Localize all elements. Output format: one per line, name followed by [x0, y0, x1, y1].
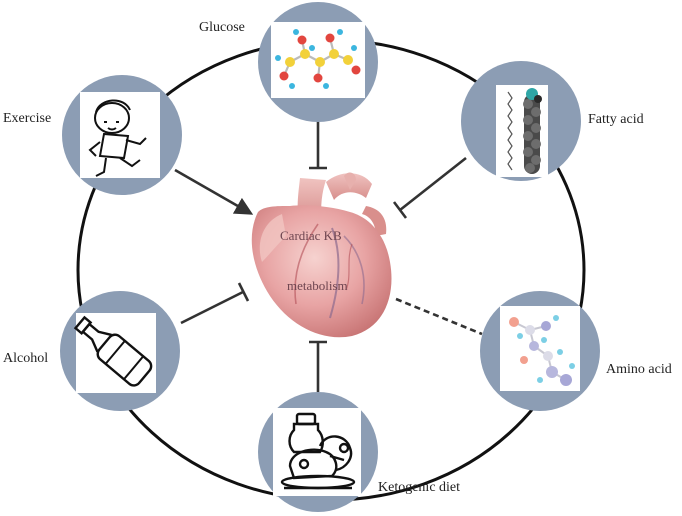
connector-exercise [174, 168, 254, 215]
fatty-acid-label: Fatty acid [588, 112, 644, 127]
connector-fatty-acid [392, 156, 467, 219]
heart-illustration [251, 172, 392, 338]
node-exercise [62, 75, 182, 195]
node-alcohol [60, 291, 180, 411]
exercise-label: Exercise [3, 111, 51, 126]
glucose-molecule-icon [275, 29, 361, 89]
alcohol-label: Alcohol [3, 351, 48, 366]
amino-acid-molecule-icon [509, 315, 575, 386]
node-fatty-acid [461, 61, 581, 181]
bottle-icon [73, 315, 153, 387]
heart-label-line1: Cardiac KB [280, 228, 342, 243]
connector-alcohol [180, 282, 250, 325]
connector-ketogenic-diet [309, 340, 327, 392]
node-glucose [258, 2, 378, 122]
heart-label-line2: metabolism [287, 278, 348, 293]
connector-glucose [309, 118, 327, 170]
node-ketogenic-diet [258, 392, 378, 512]
node-amino-acid [480, 291, 600, 411]
connector-amino-acid [395, 297, 483, 336]
glucose-label: Glucose [199, 20, 245, 35]
food-jar-meat-icon [280, 412, 356, 490]
ketogenic-diet-label: Ketogenic diet [378, 480, 460, 495]
running-child-icon [88, 99, 147, 177]
amino-acid-label: Amino acid [606, 362, 672, 377]
fatty-acid-molecule-icon [507, 88, 542, 174]
